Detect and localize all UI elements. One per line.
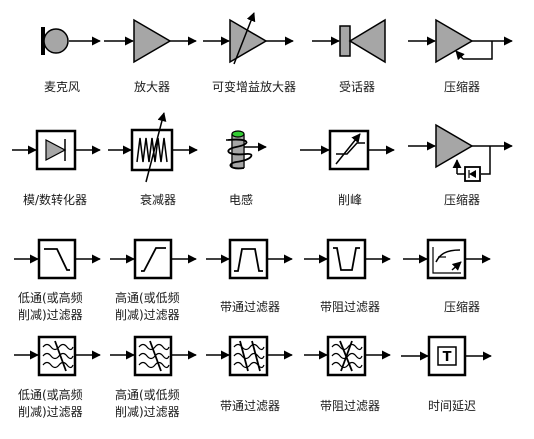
- label-line: 低通(或高频: [18, 291, 83, 305]
- label-bandpass-filter-2: 带通过滤器: [219, 399, 281, 413]
- label-line: 削减)过滤器: [115, 405, 180, 419]
- label-line: 高通(或低频: [115, 291, 180, 305]
- highpass-filter-symbol: [110, 238, 197, 280]
- variable-amplifier-symbol: [203, 12, 294, 65]
- label-microphone: 麦克风: [43, 80, 81, 94]
- wave-lowpass-filter-symbol: [14, 335, 101, 377]
- label-receiver: 受话器: [338, 80, 376, 94]
- compressor-curve-symbol: [403, 238, 491, 280]
- label-highpass-filter-2: 高通(或低频 削减)过滤器: [115, 387, 180, 421]
- label-line: 削减)过滤器: [18, 308, 83, 322]
- label-attenuator: 衰减器: [139, 193, 177, 207]
- inductor-coil-symbol: [226, 130, 267, 170]
- wave-bandpass-filter-symbol: [206, 335, 293, 377]
- attenuator-symbol: [108, 112, 198, 183]
- label-bandstop-filter-1: 带阻过滤器: [319, 300, 381, 314]
- time-delay-symbol: T: [401, 335, 492, 377]
- wave-bandstop-filter-symbol: [304, 335, 391, 377]
- bandstop-filter-symbol: [304, 238, 391, 280]
- peak-clipper-symbol: [300, 129, 395, 171]
- lowpass-filter-symbol: [14, 238, 101, 280]
- receiver-speaker-symbol: [312, 18, 386, 64]
- bandpass-filter-symbol: [206, 238, 293, 280]
- label-bandpass-filter-1: 带通过滤器: [219, 300, 281, 314]
- label-lowpass-filter-1: 低通(或高频 削减)过滤器: [18, 290, 83, 324]
- label-line: 削减)过滤器: [115, 308, 180, 322]
- compressor-sidechain-symbol: [408, 123, 513, 182]
- label-peak-clipper: 削峰: [337, 193, 363, 207]
- label-highpass-filter-1: 高通(或低频 削减)过滤器: [115, 290, 180, 324]
- label-amplifier: 放大器: [133, 80, 171, 94]
- wave-highpass-filter-symbol: [110, 335, 197, 377]
- label-line: 削减)过滤器: [18, 405, 83, 419]
- ad-converter-symbol: [12, 129, 101, 171]
- amplifier-triangle-symbol: [104, 18, 197, 64]
- label-bandstop-filter-2: 带阻过滤器: [319, 399, 381, 413]
- time-delay-t-label: T: [443, 350, 452, 365]
- label-line: 高通(或低频: [115, 388, 180, 402]
- label-compressor-3: 压缩器: [443, 300, 481, 314]
- label-compressor-1: 压缩器: [443, 80, 481, 94]
- label-time-delay: 时间延迟: [427, 399, 477, 413]
- label-ad-converter: 模/数转化器: [22, 193, 88, 207]
- label-inductor: 电感: [228, 193, 254, 207]
- microphone-symbol: [41, 27, 101, 55]
- label-lowpass-filter-2: 低通(或高频 削减)过滤器: [18, 387, 83, 421]
- label-line: 低通(或高频: [18, 388, 83, 402]
- compressor-feedback-symbol: [408, 18, 513, 64]
- label-variable-gain-amplifier: 可变增益放大器: [211, 80, 297, 94]
- label-compressor-2: 压缩器: [443, 193, 481, 207]
